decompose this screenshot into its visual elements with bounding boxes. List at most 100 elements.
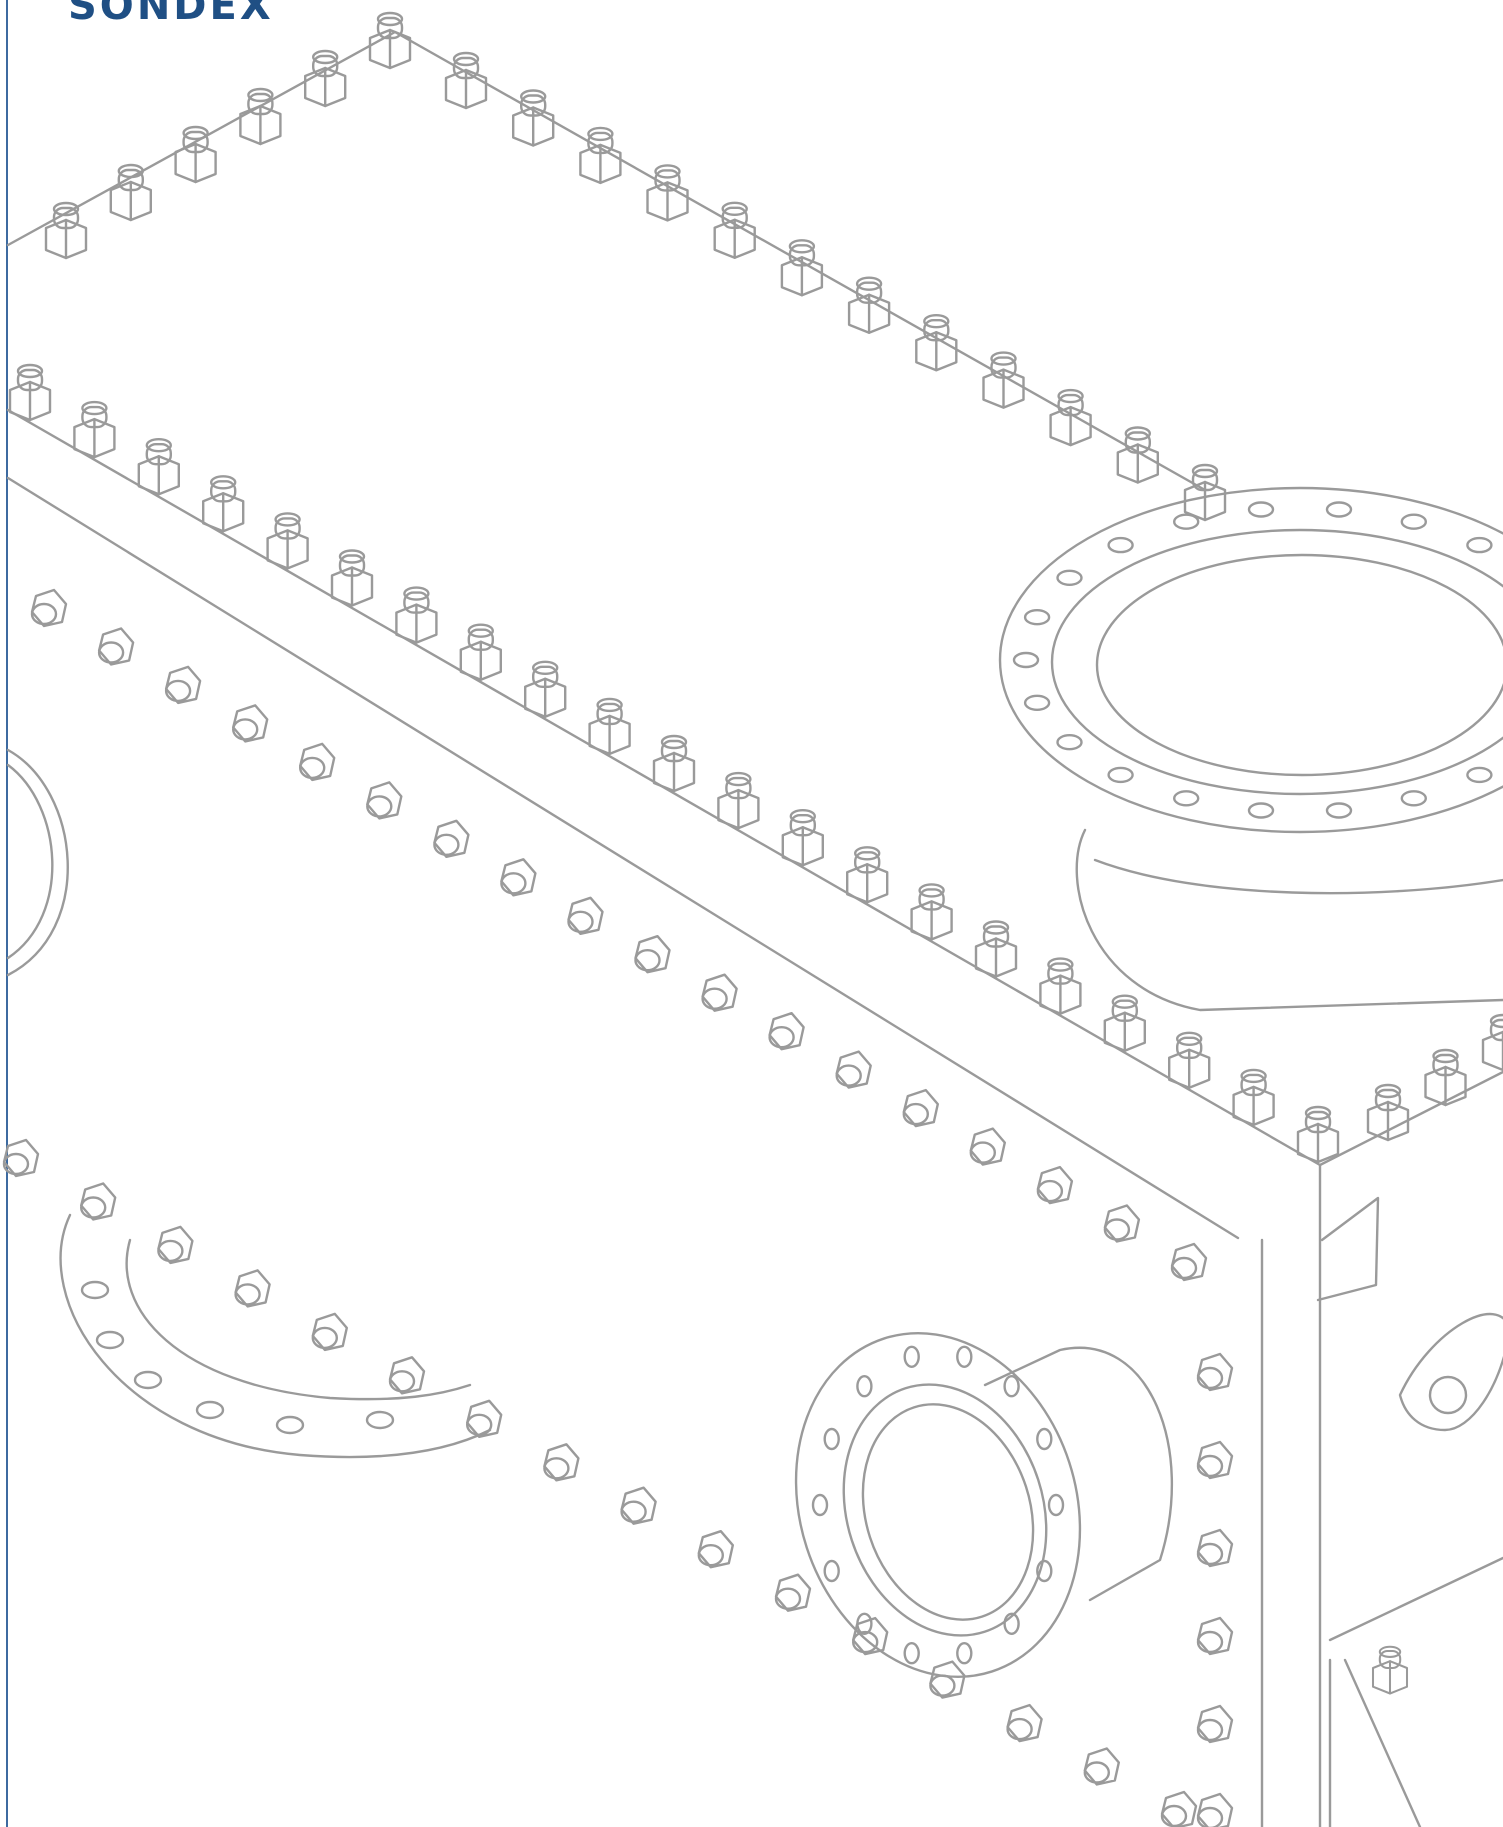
front-flange-bolt-hole: [856, 1374, 873, 1398]
bolt: [388, 1356, 426, 1395]
bolt-stud: [81, 405, 108, 429]
bolt-stud-top: [587, 126, 614, 142]
bolt: [79, 1182, 117, 1221]
right-top-edge: [1318, 1070, 1503, 1167]
bolt-stud: [376, 16, 404, 40]
bolt-stud: [1191, 468, 1219, 492]
bolt-stud: [247, 92, 274, 116]
bolt-stud-end: [30, 602, 58, 626]
front-flange-bolt-hole: [903, 1345, 920, 1369]
bolt-stud-top: [1124, 426, 1152, 441]
bolt-stud: [452, 56, 480, 80]
bolt-nut: [2, 1138, 40, 1178]
bolt-stud-top: [1304, 1105, 1332, 1121]
bolt-stud: [532, 665, 559, 688]
bolt-stud-top: [182, 125, 209, 141]
bolt-nut: [543, 1443, 580, 1482]
top-flange-bolt-hole: [1247, 802, 1275, 819]
bolt-stud-top: [654, 164, 681, 179]
bolt-stud: [1124, 431, 1152, 454]
bolt-nut: [620, 1486, 657, 1525]
bolt-stud-end: [388, 1370, 416, 1393]
bolt-stud-end: [164, 679, 192, 703]
bolt-nut: [433, 819, 470, 858]
bolt-stud-top: [660, 734, 688, 750]
bolt-stud: [209, 480, 237, 503]
side-gauge-dial: [1428, 1375, 1468, 1415]
bolt: [234, 1269, 271, 1308]
bolt-stud-end: [1170, 1256, 1198, 1280]
bolt-rows: [2, 11, 1503, 1827]
bolt-nut: [697, 1529, 734, 1569]
bolt-stud-top: [721, 201, 748, 217]
bolt-nut: [1036, 1165, 1074, 1205]
bolt: [366, 781, 403, 820]
bolt: [73, 400, 116, 459]
bolt: [174, 125, 217, 184]
bolt-stud-top: [1111, 994, 1139, 1009]
bolt: [915, 314, 958, 372]
bolt-stud-top: [1191, 463, 1219, 479]
bolt: [1196, 1352, 1234, 1392]
front-flange-bolt-hole: [903, 1641, 920, 1665]
bolt-nut: [164, 665, 202, 705]
bolt: [969, 1127, 1006, 1166]
bolt-stud: [1489, 1018, 1503, 1042]
bolt-stud: [855, 281, 883, 304]
top-flange-bolt-hole: [1056, 734, 1083, 751]
lower-left-flange-bolt-hole: [195, 1400, 225, 1420]
top-flange: [998, 486, 1503, 1012]
bolt-stud-end: [1196, 1454, 1224, 1478]
bolt: [781, 809, 824, 867]
bolt-stud: [338, 554, 366, 577]
bolt-stud-end: [1036, 1179, 1064, 1203]
bolt-stud-end: [433, 833, 460, 856]
bolt-stud-end: [567, 910, 594, 933]
bolt-stud-end: [234, 1283, 261, 1306]
lower-left-flange-bolt-hole: [95, 1330, 125, 1350]
bolt-nut: [768, 1011, 805, 1051]
bolt-nut: [79, 1182, 117, 1221]
top-flange-outer-ring: [998, 486, 1503, 834]
lower-left-flange-bolt-hole: [133, 1370, 163, 1390]
bolt-stud: [403, 591, 430, 614]
bolt-nut: [1481, 1030, 1503, 1072]
bolt-stud-end: [311, 1326, 338, 1350]
bolt-nut: [1170, 1242, 1208, 1282]
bolt: [1103, 1204, 1141, 1243]
bolt-stud: [721, 206, 748, 230]
lower-left-flange-bolt-hole: [80, 1280, 110, 1300]
front-flange-bolt-hole: [1003, 1612, 1020, 1636]
bolt: [311, 1312, 348, 1352]
bolt-nut: [231, 704, 269, 743]
top-flange-bolt-hole: [1325, 501, 1353, 518]
bolt-stud-end: [543, 1457, 570, 1480]
bolt-nut: [299, 742, 336, 782]
bolt-stud-top: [403, 586, 430, 601]
bolt-stud: [1374, 1088, 1402, 1112]
bolt: [500, 858, 537, 897]
bolt-nut: [701, 973, 738, 1012]
bolt-stud-top: [789, 809, 816, 824]
bolt-stud-end: [634, 949, 661, 972]
bolt-nut: [366, 781, 403, 820]
bolt: [852, 1616, 889, 1656]
bolt-stud-top: [982, 920, 1010, 935]
lower-left-flange-bolt-hole: [365, 1410, 395, 1430]
bolt-stud-end: [852, 1630, 879, 1654]
bolt-nut: [969, 1127, 1006, 1166]
bolt: [433, 819, 470, 858]
bolt: [588, 697, 631, 756]
lower-left-flange: [59, 1213, 492, 1459]
bolt-stud-top: [1057, 388, 1084, 404]
bolt-stud-end: [157, 1239, 184, 1263]
bolt-stud-end: [1196, 1718, 1224, 1742]
bolt: [1167, 1031, 1211, 1090]
bolt-nut: [97, 627, 135, 666]
bolt-stud: [182, 130, 209, 154]
bolt-nut: [1083, 1747, 1121, 1786]
flanges: [59, 486, 1503, 1679]
bolt: [1424, 1048, 1467, 1107]
bolt-stud-top: [376, 11, 404, 27]
